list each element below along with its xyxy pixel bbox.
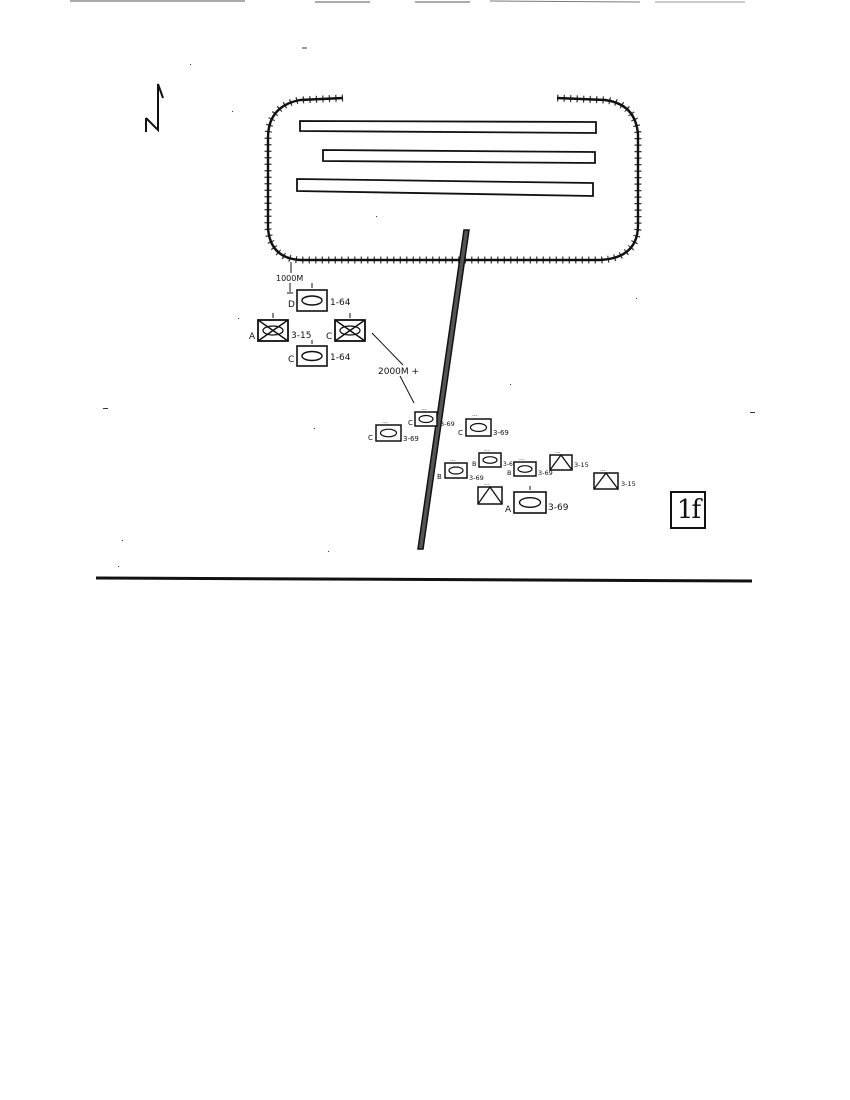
scan-artifact-lines bbox=[70, 0, 745, 49]
unit-company-label: B bbox=[472, 460, 476, 468]
unit-symbol-mech-infantry: A 3-15 bbox=[249, 313, 311, 342]
unit-battalion-label: 3-69 bbox=[503, 461, 517, 468]
unit-echelon-marker: ... bbox=[555, 448, 561, 455]
unit-echelon-marker: ... bbox=[600, 466, 606, 473]
unit-symbol-armor: ... C 3-69 bbox=[368, 418, 419, 443]
unit-symbol-mech-infantry: C bbox=[326, 313, 366, 342]
unit-company-label: B bbox=[437, 473, 442, 481]
unit-symbol-armor: ... C 3-69 bbox=[458, 411, 509, 437]
unit-symbol-artillery: ... 3-15 bbox=[593, 466, 636, 490]
unit-company-label: D bbox=[288, 300, 295, 310]
unit-company-label: A bbox=[249, 332, 256, 342]
unit-battalion-label: 3-69 bbox=[440, 420, 455, 428]
unit-symbol-armor: D 1-64 bbox=[288, 283, 351, 312]
unit-company-label: B bbox=[507, 469, 511, 477]
distance-label-2000m: 2000M + bbox=[378, 367, 419, 377]
distance-marker-2000m: 2000M + bbox=[371, 332, 419, 404]
unit-battalion-label: 1-64 bbox=[330, 353, 351, 363]
unit-company-label: C bbox=[408, 419, 413, 427]
unit-symbol-armor: ... C 3-69 bbox=[408, 405, 455, 428]
road-icon bbox=[417, 229, 470, 550]
unit-battalion-label: 3-15 bbox=[291, 331, 311, 341]
building-bars bbox=[296, 120, 597, 197]
wire-obstacle-icon bbox=[264, 94, 642, 264]
unit-battalion-label: 3-69 bbox=[493, 429, 509, 437]
unit-company-label: C bbox=[458, 429, 463, 437]
scan-specks bbox=[103, 64, 755, 567]
unit-company-label: C bbox=[326, 332, 332, 342]
unit-symbol-armor: ... B 3-69 bbox=[507, 455, 553, 477]
bottom-rule bbox=[95, 576, 753, 583]
unit-echelon-marker: ... bbox=[484, 446, 490, 453]
distance-label-1000m: 1000M bbox=[276, 274, 303, 283]
unit-company-label: C bbox=[288, 355, 294, 365]
distance-marker-1000m: 1000M bbox=[276, 262, 303, 294]
unit-battalion-label: 3-69 bbox=[548, 503, 569, 513]
unit-symbol-artillery: ... 3-15 bbox=[549, 448, 589, 471]
unit-battalion-label: 3-15 bbox=[574, 461, 589, 469]
unit-company-label: C bbox=[368, 434, 373, 442]
unit-symbol-artillery: ... bbox=[477, 480, 503, 505]
unit-echelon-marker: ... bbox=[519, 455, 525, 462]
unit-battalion-label: 3-69 bbox=[538, 469, 553, 477]
unit-symbol-armor: C 1-64 bbox=[288, 340, 351, 367]
unit-battalion-label: 3-69 bbox=[469, 474, 484, 482]
figure-label: 1f bbox=[670, 491, 706, 529]
unit-battalion-label: 1-64 bbox=[330, 298, 351, 308]
unit-echelon-marker: ... bbox=[484, 480, 490, 487]
north-arrow-icon bbox=[145, 83, 164, 133]
unit-battalion-label: 3-69 bbox=[403, 435, 419, 443]
unit-symbol-armor: ... B 3-69 bbox=[472, 446, 517, 468]
unit-symbol-armor: ... B 3-69 bbox=[437, 456, 484, 482]
unit-battalion-label: 3-15 bbox=[621, 480, 636, 488]
unit-symbol-armor: A 3-69 bbox=[505, 486, 569, 515]
unit-echelon-marker: ... bbox=[450, 456, 456, 463]
unit-echelon-marker: ... bbox=[382, 418, 388, 425]
unit-company-label: A bbox=[505, 505, 512, 515]
unit-echelon-marker: ... bbox=[421, 405, 427, 412]
unit-echelon-marker: ... bbox=[472, 411, 478, 418]
